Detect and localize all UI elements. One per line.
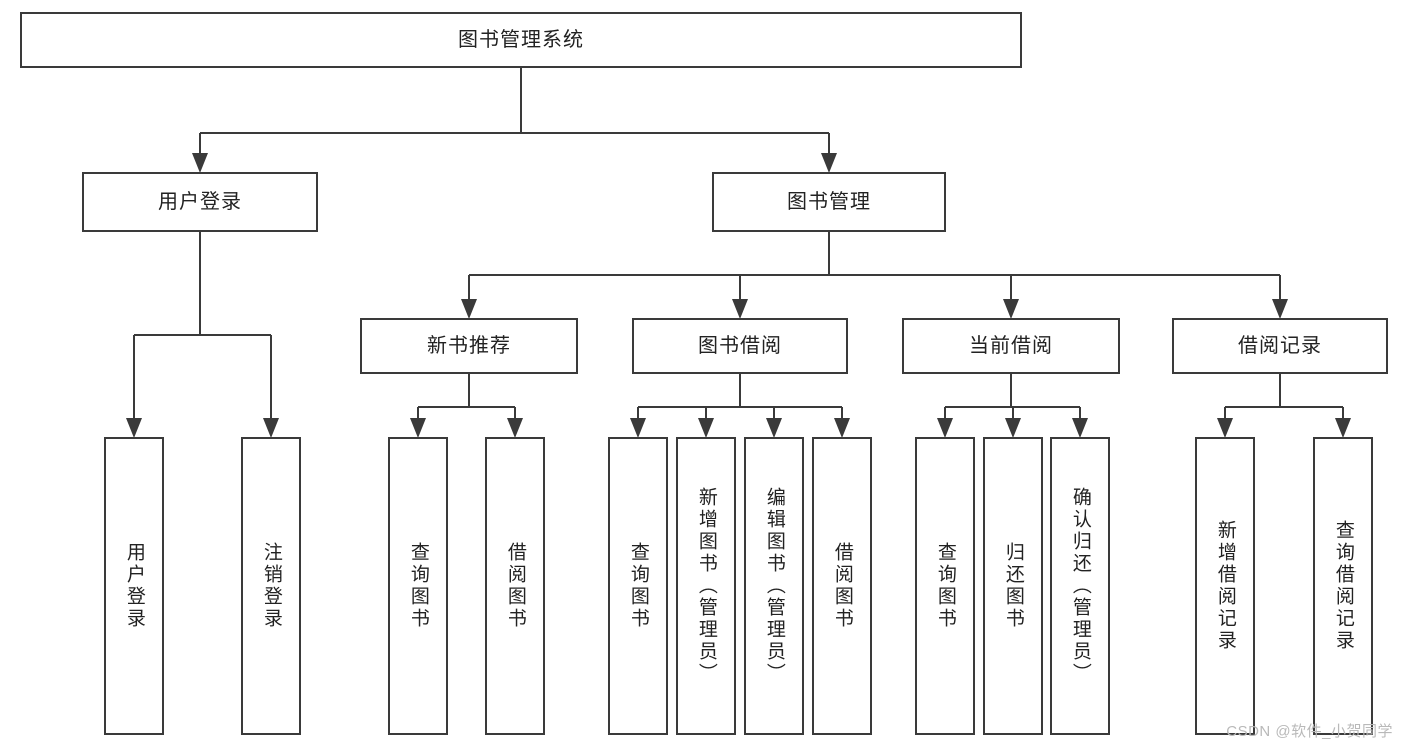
- arrowhead-borrow: [732, 299, 748, 319]
- arrowhead-leaf12: [1217, 418, 1233, 438]
- node-label-leaf6: 新增图书（管理员）: [695, 487, 717, 685]
- arrowhead-leaf11: [1072, 418, 1088, 438]
- arrowhead-leaf3: [410, 418, 426, 438]
- arrowhead-leaf2: [263, 418, 279, 438]
- node-box-leaf11[interactable]: 确认归还（管理员）: [1050, 437, 1110, 735]
- arrowhead-leaf10: [1005, 418, 1021, 438]
- node-label-borrow: 图书借阅: [698, 334, 782, 357]
- node-label-leaf3: 查询图书: [407, 542, 429, 630]
- node-box-root[interactable]: 图书管理系统: [20, 12, 1022, 68]
- arrowhead-bookmgmt: [821, 153, 837, 173]
- node-label-login: 用户登录: [158, 190, 242, 213]
- node-box-leaf3[interactable]: 查询图书: [388, 437, 448, 735]
- node-box-borrow[interactable]: 图书借阅: [632, 318, 848, 374]
- node-label-leaf12: 新增借阅记录: [1214, 520, 1236, 652]
- node-label-leaf4: 借阅图书: [504, 542, 526, 630]
- arrowhead-records: [1272, 299, 1288, 319]
- arrowhead-leaf9: [937, 418, 953, 438]
- node-box-leaf10[interactable]: 归还图书: [983, 437, 1043, 735]
- node-label-root: 图书管理系统: [458, 28, 584, 51]
- arrowhead-login: [192, 153, 208, 173]
- node-label-current: 当前借阅: [969, 334, 1053, 357]
- node-box-newbooks[interactable]: 新书推荐: [360, 318, 578, 374]
- node-box-leaf2[interactable]: 注销登录: [241, 437, 301, 735]
- arrowhead-leaf1: [126, 418, 142, 438]
- node-label-records: 借阅记录: [1238, 334, 1322, 357]
- node-label-leaf9: 查询图书: [934, 542, 956, 630]
- node-label-bookmgmt: 图书管理: [787, 190, 871, 213]
- node-box-leaf12[interactable]: 新增借阅记录: [1195, 437, 1255, 735]
- node-box-bookmgmt[interactable]: 图书管理: [712, 172, 946, 232]
- node-box-leaf9[interactable]: 查询图书: [915, 437, 975, 735]
- node-box-leaf6[interactable]: 新增图书（管理员）: [676, 437, 736, 735]
- arrowhead-leaf4: [507, 418, 523, 438]
- node-label-leaf2: 注销登录: [260, 542, 282, 630]
- arrowhead-leaf5: [630, 418, 646, 438]
- node-box-leaf7[interactable]: 编辑图书（管理员）: [744, 437, 804, 735]
- node-box-leaf5[interactable]: 查询图书: [608, 437, 668, 735]
- node-box-leaf4[interactable]: 借阅图书: [485, 437, 545, 735]
- node-label-leaf1: 用户登录: [123, 542, 145, 630]
- node-box-leaf1[interactable]: 用户登录: [104, 437, 164, 735]
- node-label-leaf13: 查询借阅记录: [1332, 520, 1354, 652]
- node-label-leaf10: 归还图书: [1002, 542, 1024, 630]
- node-label-newbooks: 新书推荐: [427, 334, 511, 357]
- arrowhead-leaf6: [698, 418, 714, 438]
- node-box-login[interactable]: 用户登录: [82, 172, 318, 232]
- node-box-leaf8[interactable]: 借阅图书: [812, 437, 872, 735]
- arrowhead-leaf7: [766, 418, 782, 438]
- node-label-leaf5: 查询图书: [627, 542, 649, 630]
- node-box-leaf13[interactable]: 查询借阅记录: [1313, 437, 1373, 735]
- arrowhead-current: [1003, 299, 1019, 319]
- arrowhead-newbooks: [461, 299, 477, 319]
- node-box-records[interactable]: 借阅记录: [1172, 318, 1388, 374]
- node-label-leaf11: 确认归还（管理员）: [1069, 487, 1091, 685]
- node-box-current[interactable]: 当前借阅: [902, 318, 1120, 374]
- arrowhead-leaf8: [834, 418, 850, 438]
- arrowhead-leaf13: [1335, 418, 1351, 438]
- node-label-leaf8: 借阅图书: [831, 542, 853, 630]
- node-label-leaf7: 编辑图书（管理员）: [763, 487, 785, 685]
